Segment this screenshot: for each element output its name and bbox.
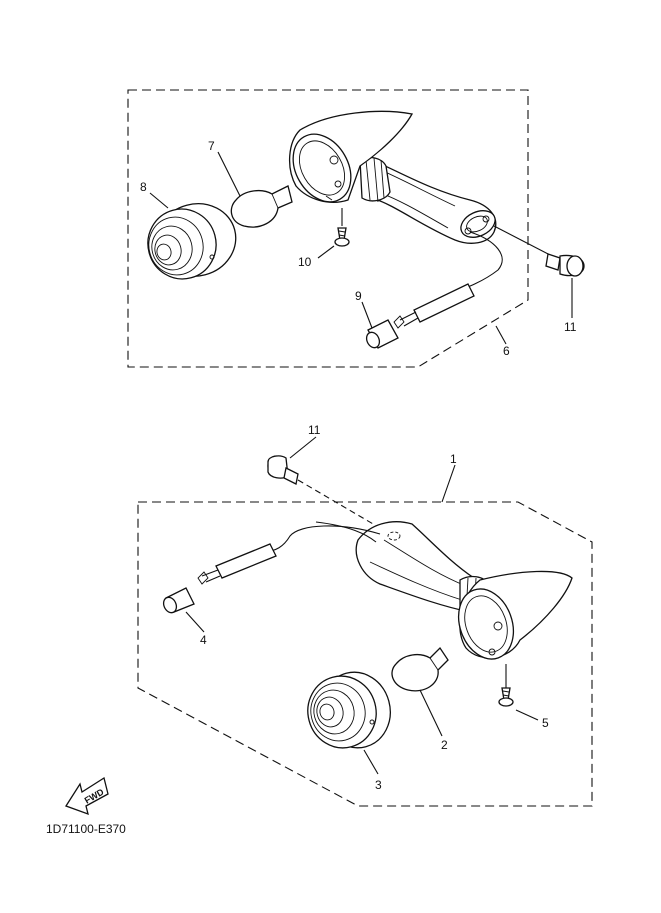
callout-5: 5 (542, 716, 549, 730)
lower-mounting-bolt (267, 436, 381, 529)
callout-8: 8 (140, 180, 147, 194)
callout-4: 4 (200, 633, 207, 647)
callout-9: 9 (355, 289, 362, 303)
callout-11-upper: 11 (564, 320, 577, 334)
lower-bulb (391, 646, 449, 692)
upper-bulb (230, 185, 293, 228)
upper-callouts: 7 8 10 9 6 11 (140, 139, 577, 358)
upper-screw (334, 208, 350, 247)
lower-assembly-boundary (137, 501, 593, 807)
lower-housing (355, 521, 573, 660)
upper-housing (289, 110, 497, 244)
upper-connector-sleeve (365, 319, 399, 349)
diagram-code: 1D71100-E370 (46, 822, 126, 836)
callout-7: 7 (208, 139, 215, 153)
lower-connector-sleeve (162, 587, 195, 614)
callout-10: 10 (298, 255, 312, 269)
lower-turn-signal-assembly: 11 1 4 5 2 3 (137, 423, 593, 807)
lower-callouts: 11 1 4 5 2 3 (185, 423, 549, 792)
upper-mounting-bolt (493, 225, 585, 318)
callout-11-lower: 11 (308, 423, 321, 437)
upper-ribbed-lens (147, 203, 237, 280)
upper-assembly-boundary (127, 89, 529, 368)
lower-wire-harness (197, 521, 381, 585)
lower-ribbed-lens (307, 671, 391, 749)
upper-wire-harness (393, 231, 503, 329)
callout-6: 6 (503, 344, 510, 358)
fwd-direction-arrow: FWD (65, 776, 109, 816)
upper-turn-signal-assembly: 7 8 10 9 6 11 (127, 89, 585, 368)
callout-1: 1 (450, 452, 457, 466)
callout-3: 3 (375, 778, 382, 792)
lower-screw (498, 664, 514, 707)
callout-2: 2 (441, 738, 448, 752)
